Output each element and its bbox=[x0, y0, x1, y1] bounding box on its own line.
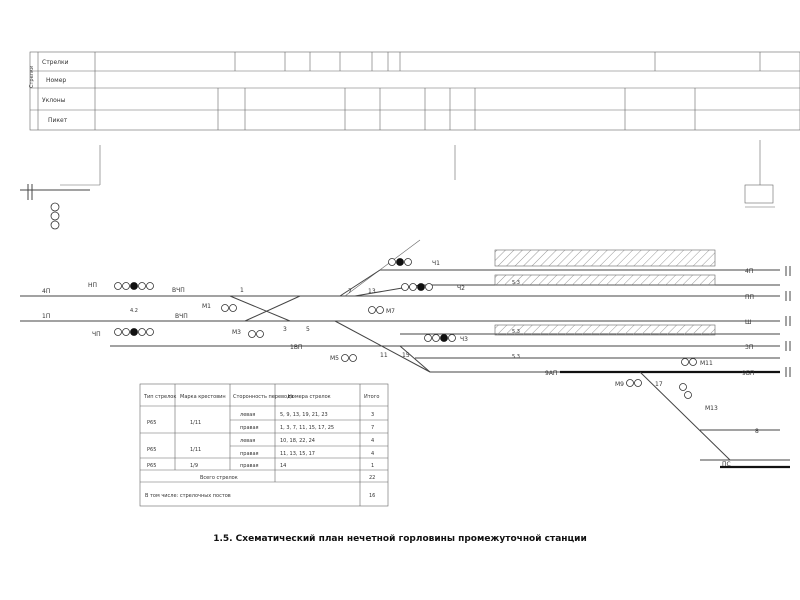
track-labels: 4П ПП Ш 3П 9БП 8 ПС 4П 1П НП ЧП ВЧП ВЧП … bbox=[42, 260, 759, 468]
table-cell: 5, 9, 13, 19, 21, 23 bbox=[280, 412, 328, 418]
table-cell: 4 bbox=[371, 438, 374, 444]
switch-label: 15 bbox=[402, 352, 410, 359]
table-cell: 22 bbox=[369, 475, 375, 481]
table-cell: 16 bbox=[369, 493, 375, 499]
switch-label: 13 bbox=[368, 288, 376, 295]
table-cell: левая bbox=[240, 438, 255, 444]
table-header: Итого bbox=[364, 394, 379, 400]
header-row-label: Стрелки bbox=[42, 59, 69, 66]
signal-label: М11 bbox=[700, 360, 713, 367]
switch-label: 3 bbox=[283, 326, 287, 333]
track-label-left: ЧП bbox=[92, 331, 101, 338]
table-cell: 10, 18, 22, 24 bbox=[280, 438, 315, 444]
switch-label: 5 bbox=[306, 326, 310, 333]
signal-label: М13 bbox=[705, 405, 718, 412]
right-buffer-stops bbox=[785, 266, 791, 377]
table-cell: правая bbox=[240, 463, 259, 469]
track-label-middle: ВЧП bbox=[172, 287, 185, 294]
figure-caption: 1.5. Схематический план нечетной горлови… bbox=[213, 534, 587, 544]
table-cell: 1/11 bbox=[190, 420, 201, 426]
summary-table: Тип стрелок Марка крестовин Сторонность … bbox=[139, 383, 389, 507]
track-label-middle: ВЧП bbox=[175, 313, 188, 320]
signal-label: М1 bbox=[202, 303, 211, 310]
top-connectors bbox=[60, 140, 775, 208]
track-label-left: НП bbox=[88, 282, 97, 289]
table-header: Номера стрелок bbox=[288, 394, 331, 400]
dimension-label: 4.2 bbox=[130, 308, 138, 314]
dimension-label: 5.3 bbox=[512, 329, 520, 335]
signal-group-left-bottom bbox=[114, 328, 154, 336]
header-group-label: Стрелки bbox=[29, 66, 35, 88]
switch-label: 17 bbox=[655, 381, 663, 388]
table-cell: В том числе: стрелочных постов bbox=[145, 493, 231, 499]
table-header: Марка крестовин bbox=[180, 394, 226, 400]
table-cell: 1/11 bbox=[190, 447, 201, 453]
header-row-label: Номер bbox=[46, 77, 66, 84]
table-cell: 3 bbox=[371, 412, 374, 418]
track-label-right: 8 bbox=[755, 428, 759, 435]
switch-label: 11 bbox=[380, 352, 388, 359]
table-cell: 1, 3, 7, 11, 15, 17, 25 bbox=[280, 425, 334, 431]
platforms: 5.3 5.3 5.3 4.2 bbox=[130, 249, 716, 360]
signals bbox=[114, 258, 697, 399]
header-table: Стрелки Стрелки Номер Уклоны Пикет bbox=[29, 51, 800, 131]
signal-group-ch2 bbox=[401, 283, 433, 291]
signal-label: М3 bbox=[232, 329, 241, 336]
signal-label: Ч2 bbox=[457, 285, 465, 292]
table-cell: Р65 bbox=[147, 447, 156, 453]
table-cell: Р65 bbox=[147, 420, 156, 426]
switch-label: 1 bbox=[240, 287, 244, 294]
track-label-right: ПС bbox=[722, 461, 731, 468]
signal-group-ch3 bbox=[424, 334, 456, 342]
dimension-label: 5.3 bbox=[512, 280, 520, 286]
header-row-label: Уклоны bbox=[42, 97, 66, 104]
table-cell: Всего стрелок bbox=[200, 475, 238, 481]
track-label-right: ПП bbox=[745, 294, 754, 301]
track-label-right: Ш bbox=[745, 319, 751, 326]
signal-label: Ч1 bbox=[432, 260, 440, 267]
table-cell: Р65 bbox=[147, 463, 156, 469]
table-cell: 1 bbox=[371, 463, 374, 469]
table-cell: 11, 13, 15, 17 bbox=[280, 451, 315, 457]
signal-label: М7 bbox=[386, 308, 395, 315]
track-label-left: 4П bbox=[42, 288, 50, 295]
table-cell: 7 bbox=[371, 425, 374, 431]
signal-group-ch1 bbox=[388, 258, 412, 266]
header-row-label: Пикет bbox=[48, 117, 68, 124]
signal-group-left-top bbox=[114, 282, 154, 290]
table-cell: 14 bbox=[280, 463, 286, 469]
table-header: Тип стрелок bbox=[143, 394, 176, 400]
table-cell: правая bbox=[240, 451, 259, 457]
table-header: Сторонность перевода bbox=[233, 394, 294, 400]
track-label-right: 4П bbox=[745, 268, 753, 275]
signal-group-m bbox=[221, 304, 697, 399]
track-label-left: 1П bbox=[42, 313, 50, 320]
track-label-middle: 9АП bbox=[545, 370, 557, 377]
switch-label: 7 bbox=[348, 288, 352, 295]
signal-label: Ч3 bbox=[460, 336, 468, 343]
table-cell: левая bbox=[240, 412, 255, 418]
track-label-right: 9БП bbox=[742, 370, 754, 377]
signal-label: М9 bbox=[615, 381, 624, 388]
table-cell: 4 bbox=[371, 451, 374, 457]
track-label-middle: 1ВП bbox=[290, 344, 302, 351]
table-cell: 1/9 bbox=[190, 463, 198, 469]
table-cell: правая bbox=[240, 425, 259, 431]
signal-label: М5 bbox=[330, 355, 339, 362]
left-station-marker bbox=[20, 184, 90, 230]
dimension-label: 5.3 bbox=[512, 354, 520, 360]
track-label-right: 3П bbox=[745, 344, 753, 351]
